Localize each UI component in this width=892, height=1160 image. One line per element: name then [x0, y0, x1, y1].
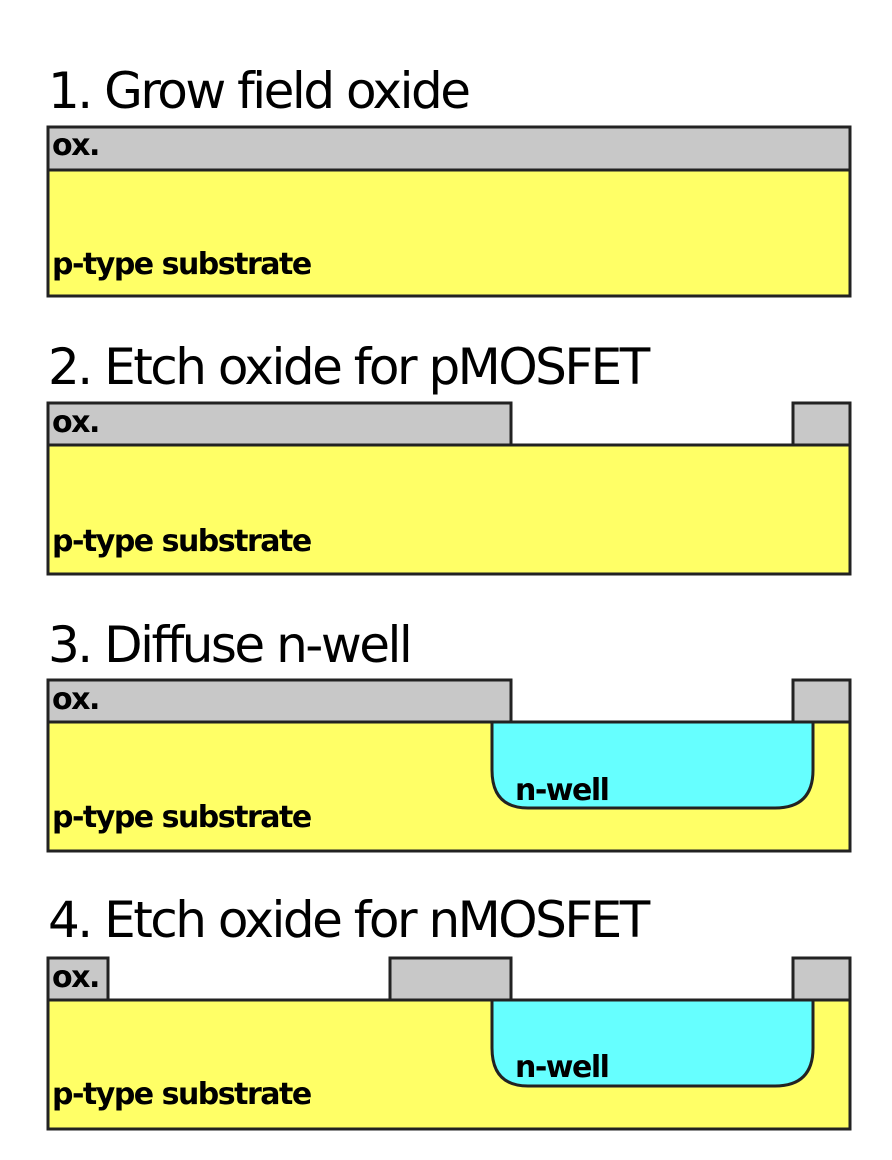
step-1-substrate-label: p-type substrate — [52, 247, 311, 282]
step-4-oxide-label: ox. — [52, 960, 99, 995]
step-4-substrate-label: p-type substrate — [52, 1077, 311, 1112]
step-2-oxide-label: ox. — [52, 405, 99, 440]
step-1-title: 1. Grow field oxide — [48, 62, 469, 120]
step-1: 1. Grow field oxide ox. p-type substrate — [46, 62, 852, 298]
step-4: 4. Etch oxide for nMOSFET ox. n-well p-t… — [46, 891, 852, 1131]
step-2-substrate — [46, 443, 852, 576]
step-3-nwell — [490, 720, 815, 810]
step-4-oxide-right — [791, 956, 852, 1002]
step-4-oxide-left — [46, 956, 110, 1002]
step-3-oxide-label: ox. — [52, 682, 99, 717]
step-2-substrate-label: p-type substrate — [52, 524, 311, 559]
step-3-substrate-label: p-type substrate — [52, 800, 311, 835]
step-2-oxide-left — [46, 401, 513, 447]
step-2: 2. Etch oxide for pMOSFET ox. p-type sub… — [46, 338, 852, 576]
step-3-title: 3. Diffuse n-well — [48, 616, 410, 674]
step-1-oxide — [46, 125, 852, 172]
step-4-nwell-label: n-well — [515, 1050, 608, 1085]
step-1-oxide-label: ox. — [52, 128, 99, 163]
step-3: 3. Diffuse n-well ox. n-well p-type subs… — [46, 616, 852, 853]
step-2-oxide-right — [791, 401, 852, 447]
step-1-substrate — [46, 168, 852, 298]
step-3-oxide-left — [46, 678, 513, 724]
step-3-oxide-right — [791, 678, 852, 724]
step-3-nwell-label: n-well — [515, 773, 608, 808]
step-4-title: 4. Etch oxide for nMOSFET — [48, 891, 651, 949]
step-4-nwell — [490, 998, 815, 1088]
step-4-oxide-middle — [388, 956, 513, 1002]
step-2-title: 2. Etch oxide for pMOSFET — [48, 338, 651, 396]
